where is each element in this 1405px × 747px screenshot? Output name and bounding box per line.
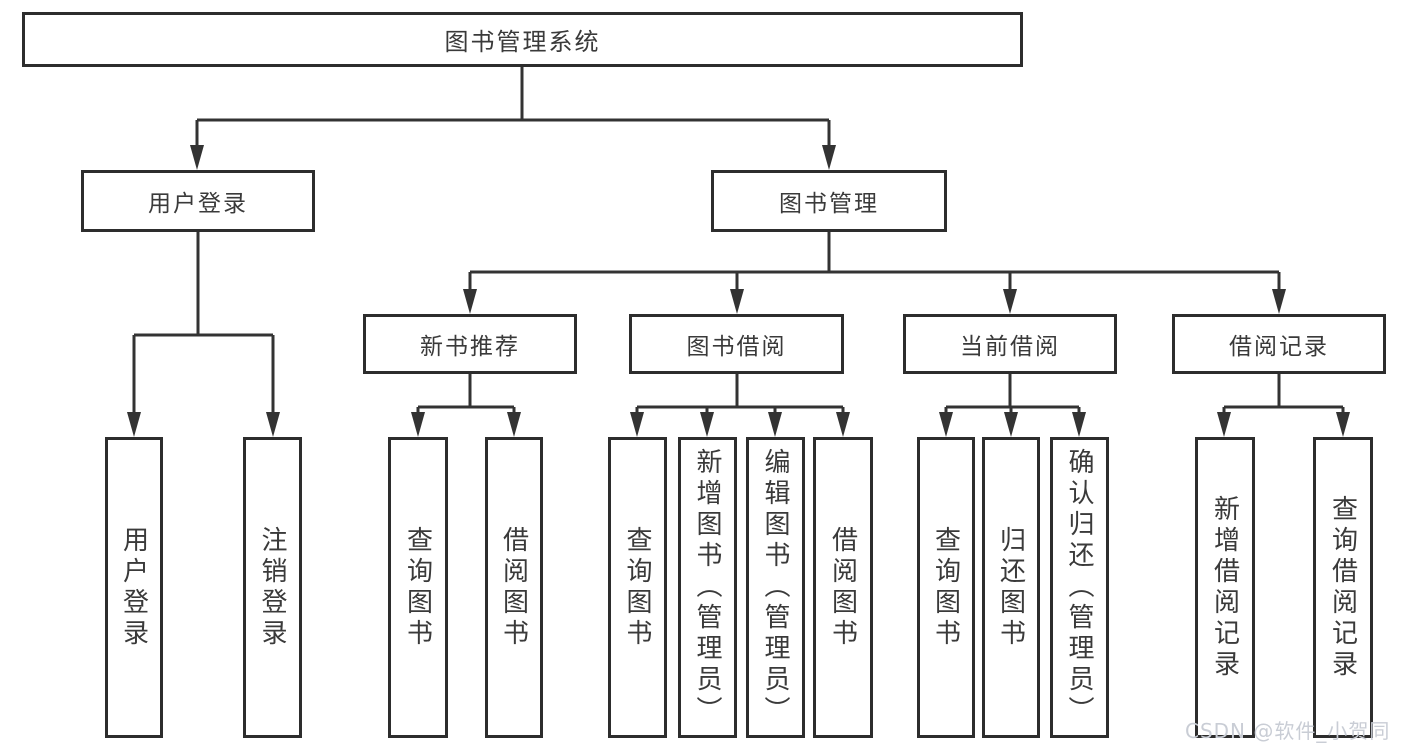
connector-current-to-leaves	[939, 372, 1086, 437]
arrow-down-icon	[836, 412, 850, 437]
node-borrow-records: 借阅记录	[1172, 314, 1386, 374]
node-confirm-return-admin: 确认归还（管理员）	[1050, 437, 1109, 738]
connector-recommend-to-leaves	[411, 372, 521, 437]
node-user-login: 用户登录	[81, 170, 315, 232]
node-borrow-books-action: 借阅图书	[813, 437, 873, 738]
node-add-books-admin: 新增图书（管理员）	[678, 437, 737, 738]
arrow-down-icon	[1217, 412, 1231, 437]
arrow-down-icon	[1272, 289, 1286, 314]
arrow-down-icon	[768, 412, 782, 437]
node-recommend-query-books: 查询图书	[388, 437, 448, 738]
node-recommend-borrow-books: 借阅图书	[485, 437, 543, 738]
node-logout-action: 注销登录	[243, 437, 302, 738]
node-add-borrow-record: 新增借阅记录	[1195, 437, 1255, 738]
node-edit-books-admin: 编辑图书（管理员）	[746, 437, 805, 738]
connector-records-to-leaves	[1217, 372, 1350, 437]
connector-user-login-to-leaves	[127, 230, 280, 437]
arrow-down-icon	[1003, 289, 1017, 314]
arrow-down-icon	[463, 289, 477, 314]
connector-borrow-to-leaves	[630, 372, 850, 437]
arrow-down-icon	[190, 145, 204, 170]
node-book-borrowing: 图书借阅	[629, 314, 844, 374]
node-new-book-recommend: 新书推荐	[363, 314, 577, 374]
node-current-borrowing: 当前借阅	[903, 314, 1117, 374]
arrow-down-icon	[127, 412, 141, 437]
node-return-books: 归还图书	[982, 437, 1040, 738]
arrow-down-icon	[730, 289, 744, 314]
node-borrow-query-books: 查询图书	[608, 437, 667, 738]
node-root-system: 图书管理系统	[22, 12, 1023, 67]
arrow-down-icon	[700, 412, 714, 437]
node-user-login-action: 用户登录	[105, 437, 163, 738]
arrow-down-icon	[822, 145, 836, 170]
watermark: CSDN @软件_小贺同学	[1185, 719, 1391, 743]
node-book-management: 图书管理	[711, 170, 947, 232]
connector-root-to-level2	[190, 66, 836, 170]
node-query-borrow-record: 查询借阅记录	[1313, 437, 1373, 738]
arrow-down-icon	[1072, 412, 1086, 437]
arrow-down-icon	[1336, 412, 1350, 437]
node-current-query-books: 查询图书	[917, 437, 975, 738]
arrow-down-icon	[630, 412, 644, 437]
arrow-down-icon	[939, 412, 953, 437]
arrow-down-icon	[507, 412, 521, 437]
arrow-down-icon	[266, 412, 280, 437]
connector-book-mgmt-to-level3	[463, 230, 1286, 314]
arrow-down-icon	[1004, 412, 1018, 437]
arrow-down-icon	[411, 412, 425, 437]
